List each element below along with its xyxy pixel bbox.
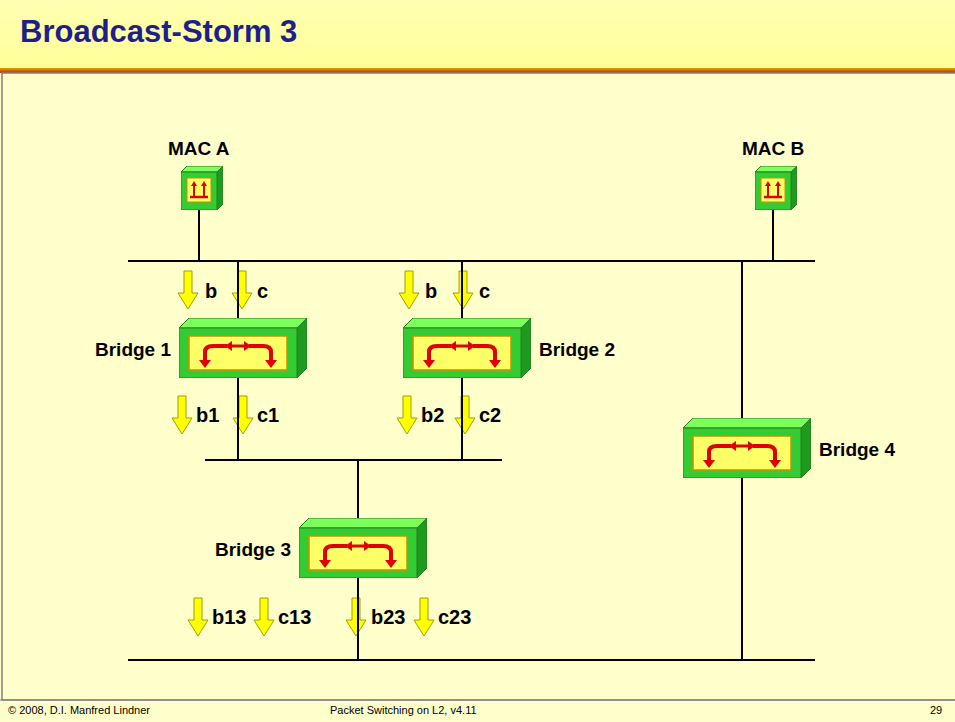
bridge-icon [683, 418, 811, 478]
station-icon [181, 166, 223, 210]
frame-label: b [425, 280, 437, 303]
lan-connector [358, 378, 462, 518]
frame-arrow [178, 271, 198, 309]
station-node: MAC B [755, 166, 797, 210]
frame-label: b13 [212, 606, 246, 629]
footer-text: Packet Switching on L2, v4.11 [330, 704, 477, 716]
frame-arrow [232, 271, 252, 309]
lan-connector [199, 210, 238, 318]
frame-arrow [254, 598, 274, 636]
frame-arrow [233, 396, 253, 434]
frame-label: c23 [438, 606, 471, 629]
bridge-icon [299, 518, 427, 578]
frame-arrow [172, 396, 192, 434]
frame-label: c [257, 280, 268, 303]
frame-label: b1 [196, 404, 219, 427]
footer-rule [0, 700, 955, 701]
node-label: MAC A [168, 138, 230, 160]
bridge-node: Bridge 1 [179, 318, 307, 378]
slide-frame [2, 73, 955, 700]
lan-connector [238, 378, 358, 518]
bridge-node: Bridge 2 [403, 318, 531, 378]
node-label: Bridge 3 [215, 539, 291, 561]
frame-arrow [455, 396, 475, 434]
node-label: Bridge 2 [539, 339, 615, 361]
bridge-node: Bridge 3 [299, 518, 427, 578]
node-label: MAC B [742, 138, 804, 160]
frame-label: b23 [371, 606, 405, 629]
frame-arrow [397, 396, 417, 434]
lan-connector [199, 210, 773, 261]
frame-label: b2 [421, 404, 444, 427]
lan-connector [199, 210, 462, 318]
frame-label: c2 [479, 404, 501, 427]
bridge-node: Bridge 4 [683, 418, 811, 478]
station-node: MAC A [181, 166, 223, 210]
footer-text: 29 [930, 704, 942, 716]
slide-title: Broadcast-Storm 3 [20, 14, 297, 50]
frame-label: c13 [278, 606, 311, 629]
frame-label: b [205, 280, 217, 303]
frame-arrow [414, 598, 434, 636]
station-icon [755, 166, 797, 210]
bridge-icon [403, 318, 531, 378]
node-label: Bridge 4 [819, 439, 895, 461]
frame-label: c1 [257, 404, 279, 427]
footer-text: © 2008, D.I. Manfred Lindner [8, 704, 150, 716]
frame-arrow [399, 271, 419, 309]
frame-label: c [479, 280, 490, 303]
lan-connector [199, 210, 742, 418]
node-label: Bridge 1 [95, 339, 171, 361]
frame-arrow [188, 598, 208, 636]
frame-arrow [346, 598, 366, 636]
bridge-icon [179, 318, 307, 378]
